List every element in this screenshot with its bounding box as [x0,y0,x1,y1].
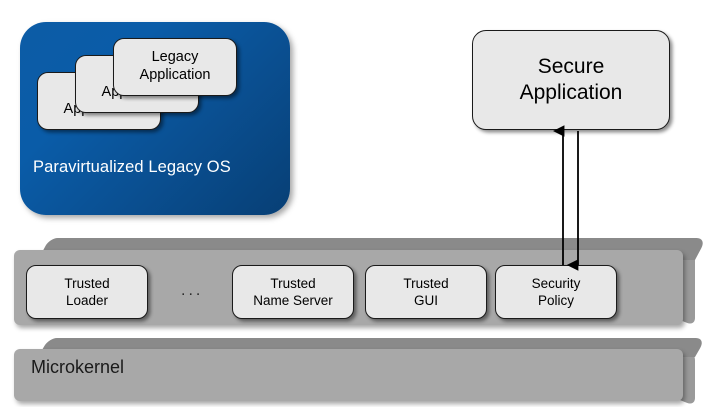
paravirtualized-legacy-os-label: Paravirtualized Legacy OS [33,158,231,176]
microkernel-slab [0,336,703,407]
microkernel-slab-front-face [14,349,683,401]
microkernel-label: Microkernel [31,357,125,377]
services-ellipsis: ... [181,282,204,299]
